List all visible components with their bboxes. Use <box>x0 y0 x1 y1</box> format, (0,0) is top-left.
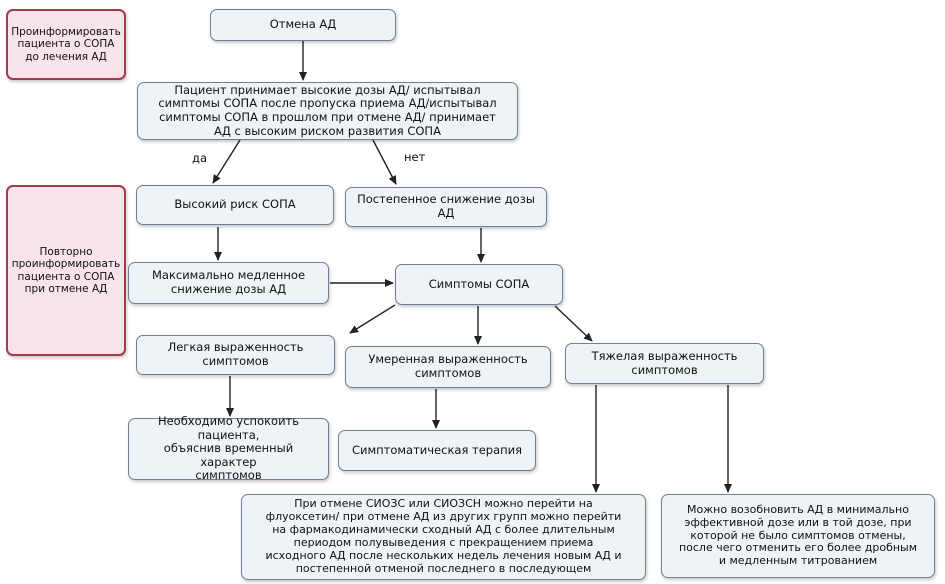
node-reassure-text: Необходимо успокоить пациента, объяснив … <box>157 414 300 483</box>
inform-at-withdrawal-note: Повторно проинформировать пациента о СОП… <box>6 185 126 356</box>
node-switch-text: При отмене СИОЗС или СИОЗСН можно перейт… <box>265 497 622 575</box>
node-slowest-text: Максимально медленное снижение дозы АД <box>151 268 306 296</box>
node-moderate-text: Умеренная выраженность симптомов <box>368 352 528 380</box>
inform-before-treatment-note: Проинформировать пациента о СОПА до лече… <box>6 9 126 80</box>
node-gradual-text: Постепенное снижение дозы АД <box>357 192 535 220</box>
node-start: Отмена АД <box>210 9 396 41</box>
node-severe-text: Тяжелая выраженность симптомов <box>591 348 738 377</box>
node-symptoms-text: Симптомы СОПА <box>428 276 530 291</box>
node-gradual-reduction: Постепенное снижение дозы АД <box>345 187 547 227</box>
node-symptoms: Симптомы СОПА <box>395 264 563 305</box>
node-mild: Легкая выраженность симптомов <box>136 335 335 375</box>
node-resume-text: Можно возобновить АД в минимально эффект… <box>678 502 918 568</box>
arrow-question-to-gradual <box>372 139 397 185</box>
node-question: Пациент принимает высокие дозы АД/ испыт… <box>137 82 518 140</box>
arrow-symptoms-to-mild <box>349 304 396 334</box>
node-reassure: Необходимо успокоить пациента, объяснив … <box>128 414 329 483</box>
node-symptomatic-text: Симптоматическая терапия <box>351 442 523 457</box>
arrow-symptoms-to-severe <box>554 305 593 342</box>
inform-before-text: Проинформировать пациента о СОПА до лече… <box>11 25 121 63</box>
node-slowest-reduction: Максимально медленное снижение дозы АД <box>128 262 329 304</box>
arrow-question-to-high-risk <box>212 139 241 184</box>
node-moderate: Умеренная выраженность симптомов <box>345 346 551 388</box>
branch-label-yes: да <box>192 151 207 165</box>
node-symptomatic-therapy: Симптоматическая терапия <box>338 430 536 471</box>
node-switch-antidepressant: При отмене СИОЗС или СИОЗСН можно перейт… <box>241 494 646 580</box>
node-question-text: Пациент принимает высокие дозы АД/ испыт… <box>158 82 497 138</box>
node-high-risk-text: Высокий риск СОПА <box>174 197 296 212</box>
node-severe: Тяжелая выраженность симптомов <box>565 343 764 384</box>
node-start-text: Отмена АД <box>269 17 337 32</box>
node-high-risk: Высокий риск СОПА <box>136 185 334 225</box>
node-mild-text: Легкая выраженность симптомов <box>167 340 304 368</box>
node-resume-antidepressant: Можно возобновить АД в минимально эффект… <box>661 494 935 578</box>
inform-after-text: Повторно проинформировать пациента о СОП… <box>11 245 121 295</box>
branch-label-no: нет <box>404 150 426 164</box>
